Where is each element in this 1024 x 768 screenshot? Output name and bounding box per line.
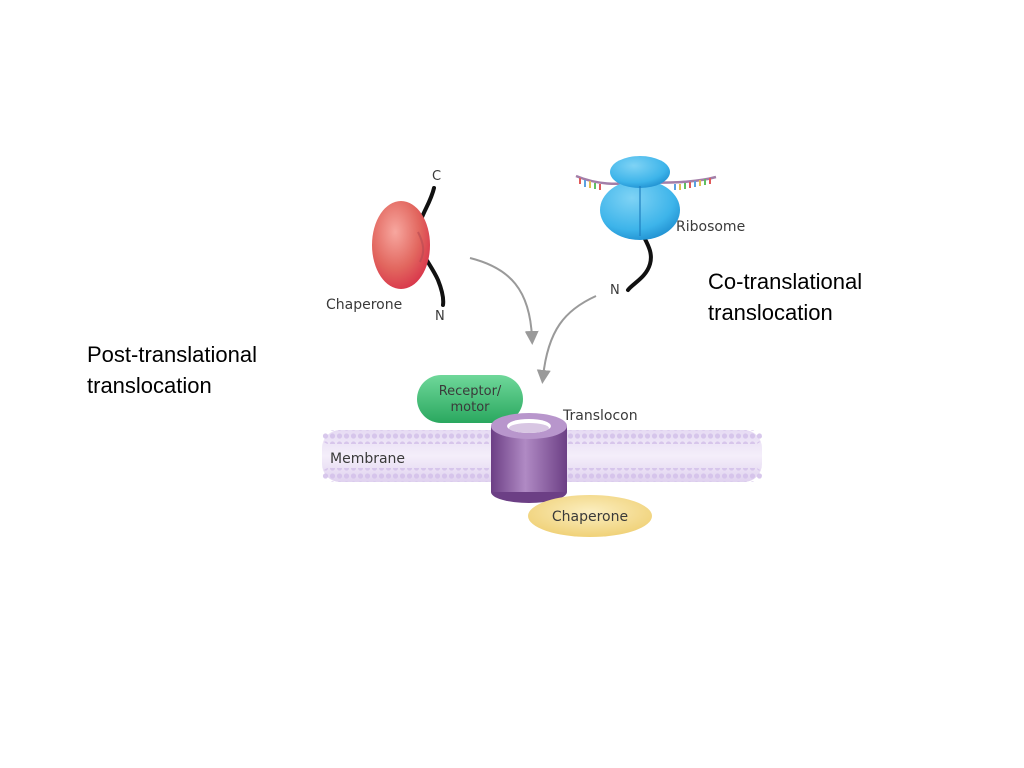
chaperone-top	[372, 201, 430, 289]
receptor-motor	[417, 375, 523, 423]
n-terminus-right-label: N	[610, 283, 620, 298]
c-terminus-label: C	[432, 169, 441, 184]
mrna-strand	[575, 174, 717, 190]
post-translational-arrow	[469, 257, 539, 345]
receptor-motor-label-line1: Receptor/	[439, 384, 502, 399]
translocon	[491, 413, 567, 503]
receptor-motor-label-line2: motor	[450, 400, 490, 415]
co-translational-arrow	[536, 295, 597, 384]
chaperone-bottom	[528, 495, 652, 537]
post-translational-label: Post-translational translocation	[87, 342, 257, 398]
co-translational-label: Co-translational translocation	[708, 269, 863, 325]
chaperone-top-label: Chaperone	[326, 297, 402, 313]
chaperone-bottom-label: Chaperone	[552, 509, 628, 525]
n-terminus-left-label: N	[435, 309, 445, 324]
membrane-label: Membrane	[330, 451, 405, 467]
ribosome	[600, 156, 680, 240]
translocon-label: Translocon	[562, 408, 638, 424]
ribosome-label: Ribosome	[676, 219, 745, 235]
